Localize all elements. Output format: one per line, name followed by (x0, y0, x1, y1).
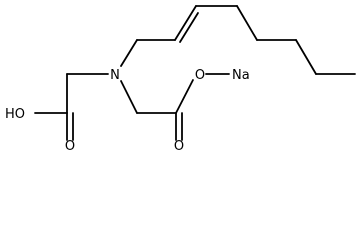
bond-n-ch2-chain (120, 39, 138, 67)
bond-chain-3 (295, 39, 317, 75)
ester-oxygen-label: O (195, 68, 205, 83)
nitrogen-label: N (110, 68, 120, 83)
hydroxyl-label: HO (5, 107, 25, 122)
bond-double-inner (179, 12, 199, 43)
bond-n-ch2-right (120, 80, 138, 114)
chemical-structure: N HO O O O Na (5, 5, 356, 153)
bond-double-outer (174, 5, 197, 41)
carbonyl-oxygen-right-label: O (174, 139, 184, 153)
sodium-label: Na (232, 68, 250, 83)
carbonyl-oxygen-left-label: O (65, 139, 75, 153)
bond-chain-1 (236, 5, 258, 41)
bond-c-o-ester (175, 79, 194, 114)
